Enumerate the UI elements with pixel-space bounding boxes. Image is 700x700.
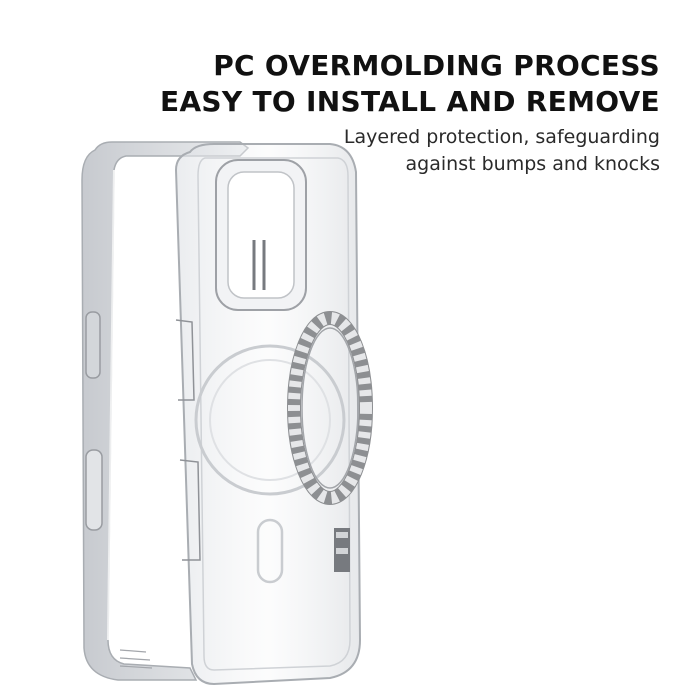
side-button-top [85,311,101,379]
subtext-line-1: Layered protection, safeguarding [343,126,660,148]
back-shell [174,143,362,686]
headline-line-1: PC OVERMOLDING PROCESS [213,49,660,82]
headline: PC OVERMOLDING PROCESS EASY TO INSTALL A… [160,48,660,120]
subtext: Layered protection, safeguarding against… [344,124,660,178]
headline-line-2: EASY TO INSTALL AND REMOVE [160,85,660,118]
side-button-bottom [85,449,103,531]
subtext-line-2: against bumps and knocks [405,153,660,175]
magnetic-ring [287,311,373,505]
bumper-frame [81,141,250,681]
